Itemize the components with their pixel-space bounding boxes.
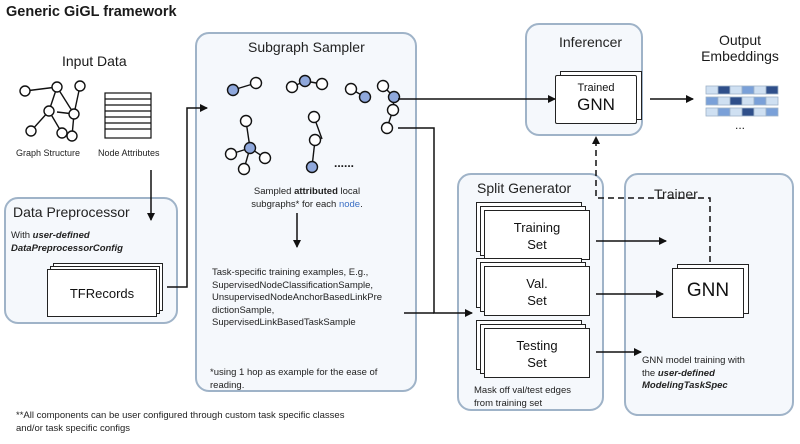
- node-attributes-label: Node Attributes: [98, 148, 160, 158]
- training-set-doc: Training Set: [484, 210, 590, 260]
- preprocessor-config-text: With user-defined DataPreprocessorConfig: [11, 230, 123, 254]
- tfrecords-doc: TFRecords: [47, 269, 157, 317]
- testing-label-1: Testing: [516, 338, 558, 353]
- sampled-subgraphs-caption: Sampled attributed local subgraphs* for …: [251, 186, 363, 210]
- val-label-1: Val.: [526, 276, 548, 291]
- training-label-1: Training: [513, 220, 561, 235]
- split-note: Mask off val/test edges from training se…: [474, 385, 571, 409]
- sampler-footnote: *using 1 hop as example for the ease of …: [210, 367, 378, 391]
- tfrecords-label: TFRecords: [69, 286, 135, 301]
- sampler-ellipsis: ......: [334, 156, 355, 170]
- split-generator-title: Split Generator: [477, 180, 572, 196]
- sampled-subgraphs: [224, 74, 401, 176]
- output-embeddings-title: Output Embeddings: [701, 32, 779, 64]
- gnn-label: GNN: [577, 95, 615, 114]
- trained-gnn-box: Trained GNN: [555, 75, 637, 124]
- val-set-doc: Val. Set: [484, 266, 590, 316]
- node-attributes-icon: [104, 92, 152, 139]
- data-preprocessor-title: Data Preprocessor: [13, 204, 130, 220]
- page-title: Generic GiGL framework: [6, 4, 177, 20]
- testing-label-2: Set: [527, 355, 547, 370]
- trainer-gnn-label: GNN: [686, 280, 730, 301]
- subgraph-sampler-title: Subgraph Sampler: [248, 39, 365, 55]
- training-examples-text: Task-specific training examples, E.g., S…: [212, 267, 383, 328]
- trainer-title: Trainer: [654, 186, 698, 202]
- training-label-2: Set: [527, 237, 547, 252]
- output-embeddings-icon: [705, 85, 779, 117]
- footer-note: **All components can be user configured …: [16, 410, 345, 434]
- trainer-description: GNN model training with the user-defined…: [642, 355, 745, 391]
- graph-structure-label: Graph Structure: [16, 148, 81, 158]
- inferencer-title: Inferencer: [559, 34, 623, 50]
- embeddings-ellipsis: ...: [735, 118, 746, 132]
- val-label-2: Set: [527, 293, 547, 308]
- testing-set-doc: Testing Set: [484, 328, 590, 378]
- input-data-title: Input Data: [62, 53, 127, 69]
- graph-structure-icon: [19, 80, 86, 142]
- trained-label: Trained: [577, 82, 615, 94]
- trainer-gnn-box: GNN: [672, 268, 744, 318]
